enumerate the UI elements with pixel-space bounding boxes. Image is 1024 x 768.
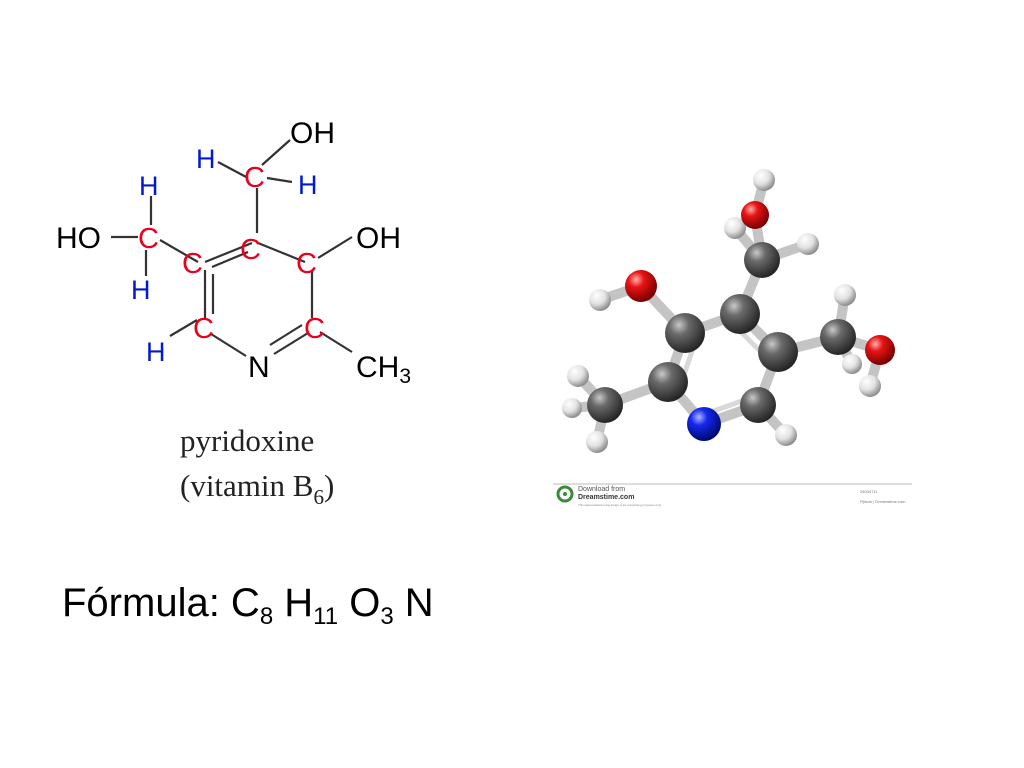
bond-c2-n: [273, 332, 309, 355]
atom-hydrogen-ch2-right-up: [834, 284, 856, 306]
pyridoxine-structural-formula: OH OH HO N CH3 C C C C C C C H H H H H p…: [56, 117, 411, 509]
bond-lines: [111, 139, 353, 357]
formula-label: Fórmula: C: [62, 581, 260, 625]
atom-hydrogen-oh-right: [859, 375, 881, 397]
atom-carbon-ring-c3: [665, 313, 705, 353]
bond-c5-ch2: [159, 239, 199, 263]
atom-oxygen-left: [625, 270, 657, 302]
formula-n-symbol: N: [393, 581, 434, 625]
bond-c6-n: [210, 333, 247, 357]
carbon-ch2-top: C: [244, 162, 265, 194]
hydrogen-top-left: H: [196, 144, 216, 174]
bond-ch2-h-left: [217, 161, 249, 179]
group-ho-left: HO: [56, 222, 101, 255]
molecule-name: pyridoxine: [180, 423, 314, 458]
hydrogen-left-down: H: [131, 275, 151, 305]
group-methyl: CH3: [356, 351, 411, 388]
atom-oxygen-top: [741, 201, 769, 229]
atom-hydrogen-oh-top: [753, 169, 775, 191]
atom-carbon-ring-c5: [758, 332, 798, 372]
bond-c3-oh: [317, 236, 353, 259]
bond-c4-c5: [204, 241, 253, 264]
hydrogen-ring: H: [146, 337, 166, 367]
dreamstime-logo-dot-icon: [563, 492, 567, 496]
hydrogen-labels: H H H H H: [131, 144, 318, 367]
atom-hydrogen-methyl-1: [567, 365, 589, 387]
carbon-ring-c5: C: [182, 248, 203, 280]
bond-c6-h: [169, 319, 198, 337]
bond-ch2-oh: [261, 139, 291, 166]
watermark-author-credit: Pjfacle | Dreamstime.com: [860, 499, 906, 504]
carbon-ring-c3: C: [296, 248, 317, 280]
bond-c2-n-double: [269, 324, 303, 346]
watermark-download-from: Download from: [578, 486, 625, 493]
atom-hydrogen-ch2-right-down: [842, 354, 862, 374]
ball-and-stick-model: Download from Dreamstime.com This waterm…: [553, 169, 912, 507]
atom-carbon-ring-c6: [740, 387, 776, 423]
atom-hydrogen-oh-left: [589, 289, 611, 311]
bond-c2-ch3: [319, 331, 353, 353]
atom-nitrogen-ring: [687, 407, 721, 441]
atom-carbon-methyl: [587, 387, 623, 423]
hydrogen-left-up: H: [139, 171, 159, 201]
atom-hydrogen-ch2-top-right: [797, 233, 819, 255]
atom-carbon-ring-c2: [648, 362, 688, 402]
ring-nitrogen: N: [248, 351, 270, 384]
formula-h-symbol: H: [273, 581, 314, 625]
formula-o-symbol: O: [338, 581, 381, 625]
carbon-ring-c6: C: [193, 313, 214, 345]
bond-c4-c3: [257, 241, 306, 264]
watermark-image-id: 26034711: [860, 489, 878, 494]
bond-ch2-h-right: [266, 176, 293, 184]
atom-carbon-ch2-right: [820, 319, 856, 355]
molecular-formula: Fórmula: C8 H11 O3 N: [62, 581, 434, 629]
formula-o-count: 3: [380, 603, 394, 630]
atom-hydrogen-ch2-top-left: [724, 217, 746, 239]
formula-h-count: 11: [313, 603, 339, 630]
group-oh-right: OH: [356, 222, 401, 255]
carbon-ring-c2: C: [304, 313, 325, 345]
stock-watermark-footer: Download from Dreamstime.com This waterm…: [553, 483, 912, 507]
atom-hydrogen-methyl-2: [586, 431, 608, 453]
atom-carbon-ch2-top: [744, 242, 780, 278]
carbon-ring-c4: C: [240, 234, 261, 266]
vitamin-label: (vitamin B6): [180, 468, 334, 509]
carbon-labels: C C C C C C C: [138, 162, 325, 345]
hydrogen-top-right: H: [298, 170, 318, 200]
watermark-fine-print: This watermarked comp image is for previ…: [578, 503, 662, 507]
atom-hydrogen-ring: [775, 424, 797, 446]
model-atoms: [562, 169, 895, 453]
formula-c-count: 8: [259, 603, 274, 630]
dreamstime-logo-icon: [556, 485, 574, 503]
atom-oxygen-right: [865, 335, 895, 365]
carbon-ch2-left: C: [138, 223, 159, 255]
bond-c4-c5-double: [211, 250, 249, 269]
watermark-site: Dreamstime.com: [578, 494, 634, 501]
group-oh-top: OH: [290, 117, 335, 150]
atom-hydrogen-methyl-3: [562, 398, 582, 418]
atom-carbon-ring-c4: [720, 294, 760, 334]
